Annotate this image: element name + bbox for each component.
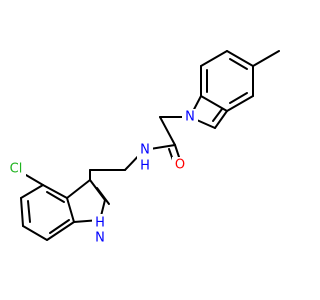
bond-double-inner bbox=[229, 92, 248, 104]
bond bbox=[20, 197, 24, 227]
bond bbox=[214, 110, 228, 129]
bond-chloro bbox=[25, 174, 44, 186]
bond bbox=[66, 179, 91, 199]
bond bbox=[22, 225, 48, 241]
bond-double-inner bbox=[229, 58, 248, 70]
bond bbox=[200, 50, 228, 67]
bond bbox=[66, 197, 75, 223]
bond bbox=[42, 184, 68, 199]
amide-nitrogen-label: N bbox=[140, 143, 150, 158]
bond-double-inner bbox=[49, 219, 70, 234]
chemical-structure-diagram: Cl N H O N H N bbox=[4, 50, 280, 246]
bond bbox=[46, 221, 75, 241]
indole-nh-hydrogen-label: H bbox=[95, 216, 105, 231]
indole-nitrogen-label: N bbox=[185, 110, 195, 125]
bond-double-inner bbox=[96, 187, 110, 205]
amide-hydrogen-label: H bbox=[140, 159, 150, 174]
indole-nh-nitrogen-label: N bbox=[95, 231, 105, 246]
chlorine-label: Cl bbox=[10, 162, 23, 177]
bond bbox=[20, 184, 44, 199]
bond-methyl bbox=[252, 50, 280, 67]
carbonyl-oxygen-label: O bbox=[175, 158, 185, 173]
bond bbox=[226, 95, 254, 112]
bond bbox=[226, 50, 254, 67]
atom-labels: Cl N H O N H N bbox=[4, 109, 198, 246]
bond bbox=[200, 95, 228, 112]
bond-double-inner bbox=[212, 108, 223, 122]
bond bbox=[159, 116, 176, 146]
bond-double-inner bbox=[27, 200, 31, 223]
bond-double-inner bbox=[46, 191, 65, 203]
